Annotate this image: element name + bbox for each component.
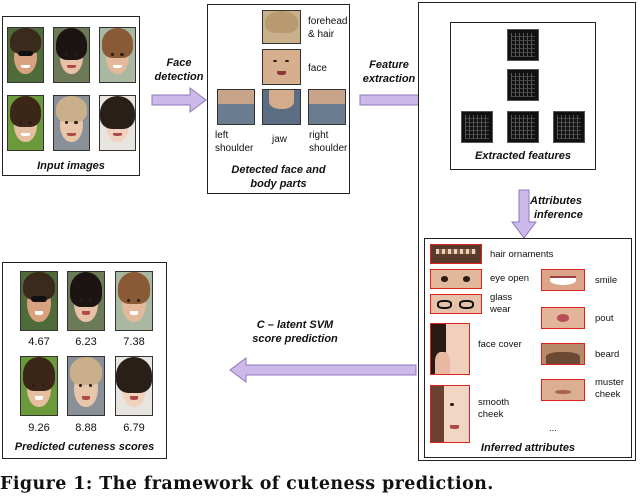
smooth-cheek-label: smooth cheek [478, 397, 510, 420]
hair-ornaments-label: hair ornaments [490, 249, 554, 260]
feature-extraction-label-line1: Feature [369, 59, 409, 71]
inferred-attributes-caption: Inferred attributes [480, 442, 576, 454]
scored-photo-3 [115, 271, 153, 331]
pout-label: pout [595, 313, 614, 324]
arrow-face-detection [151, 87, 207, 113]
right-shoulder-label: right shoulder [309, 130, 348, 154]
smile-label: smile [595, 275, 618, 286]
figure-caption: Figure 1: The framework of cuteness pred… [0, 474, 494, 494]
arrow-score-prediction [229, 357, 417, 383]
muster-cheek-label: muster cheek [595, 377, 625, 400]
feature-extraction-label: Feature extraction [356, 58, 422, 86]
attributes-inference-label-line1: Attributes [530, 195, 582, 207]
detected-parts-caption: Detected face and body parts [208, 163, 349, 191]
feature-extraction-label-line2: extraction [362, 73, 416, 85]
face-detection-label-line1: Face [166, 57, 192, 69]
attributes-inference-label-line2: inference [534, 209, 583, 221]
hair-ornaments-photo [430, 244, 482, 264]
scored-photo-5 [67, 356, 105, 416]
input-images-caption: Input images [37, 160, 105, 172]
glass-wear-photo [430, 294, 482, 314]
input-photo-3 [99, 27, 136, 83]
score-prediction-label: C – latent SVM score prediction [230, 318, 360, 346]
score-3: 7.38 [123, 336, 145, 348]
face-detection-label: Face detection [150, 56, 208, 84]
face-crop [262, 49, 301, 85]
predicted-scores-caption: Predicted cuteness scores [14, 441, 155, 453]
left-shoulder-label: left shoulder [215, 130, 254, 154]
scored-photo-4 [20, 356, 58, 416]
input-photo-5 [53, 95, 90, 151]
input-photo-1 [7, 27, 44, 83]
smooth-cheek-photo [430, 385, 470, 443]
face-cover-label: face cover [478, 339, 522, 350]
eye-open-photo [430, 269, 482, 289]
eye-open-label: eye open [490, 273, 530, 284]
face-cover-photo [430, 323, 470, 375]
jaw-label: jaw [272, 134, 288, 145]
input-photo-4 [7, 95, 44, 151]
score-6: 6.79 [123, 422, 145, 434]
score-prediction-label-line1: C – latent SVM [256, 319, 334, 331]
feature-map-3 [461, 111, 493, 143]
detected-parts-panel: forehead & hair face left shoulder jaw r… [207, 4, 350, 194]
scored-photo-2 [67, 271, 105, 331]
muster-cheek-photo [541, 379, 585, 401]
score-4: 9.26 [28, 422, 50, 434]
input-photo-6 [99, 95, 136, 151]
inferred-attributes-panel: hair ornaments eye open glass wear face … [424, 238, 632, 458]
input-images-panel: Input images [2, 16, 140, 176]
arrow-attributes-inference [511, 189, 537, 239]
jaw-crop [262, 89, 301, 125]
scored-photo-6 [115, 356, 153, 416]
scored-photo-1 [20, 271, 58, 331]
feature-map-5 [553, 111, 585, 143]
input-photo-2 [53, 27, 90, 83]
left-shoulder-crop [217, 89, 255, 125]
forehead-hair-crop [262, 10, 301, 44]
score-1: 4.67 [28, 336, 50, 348]
right-shoulder-crop [308, 89, 346, 125]
detected-parts-caption-line2: body parts [250, 178, 307, 190]
beard-photo [541, 343, 585, 365]
feature-map-1 [507, 29, 539, 61]
score-5: 8.88 [75, 422, 97, 434]
beard-label: beard [595, 349, 620, 360]
glass-wear-label: glass wear [490, 292, 513, 315]
attributes-inference-label: Attributes inference [530, 194, 590, 222]
attributes-ellipsis: ... [549, 423, 557, 434]
smile-photo [541, 269, 585, 291]
feature-map-4 [507, 111, 539, 143]
extracted-features-caption: Extracted features [475, 150, 571, 162]
face-detection-label-line2: detection [154, 71, 204, 83]
score-2: 6.23 [75, 336, 97, 348]
predicted-scores-panel: 4.67 6.23 7.38 9.26 8.88 6.79 Predicted … [2, 262, 167, 459]
detected-parts-caption-line1: Detected face and [231, 164, 326, 176]
extracted-features-panel: Extracted features [450, 22, 596, 170]
feature-map-2 [507, 69, 539, 101]
pout-photo [541, 307, 585, 329]
face-label: face [308, 63, 327, 74]
score-prediction-label-line2: score prediction [252, 333, 338, 345]
forehead-hair-label: forehead & hair [308, 16, 348, 40]
